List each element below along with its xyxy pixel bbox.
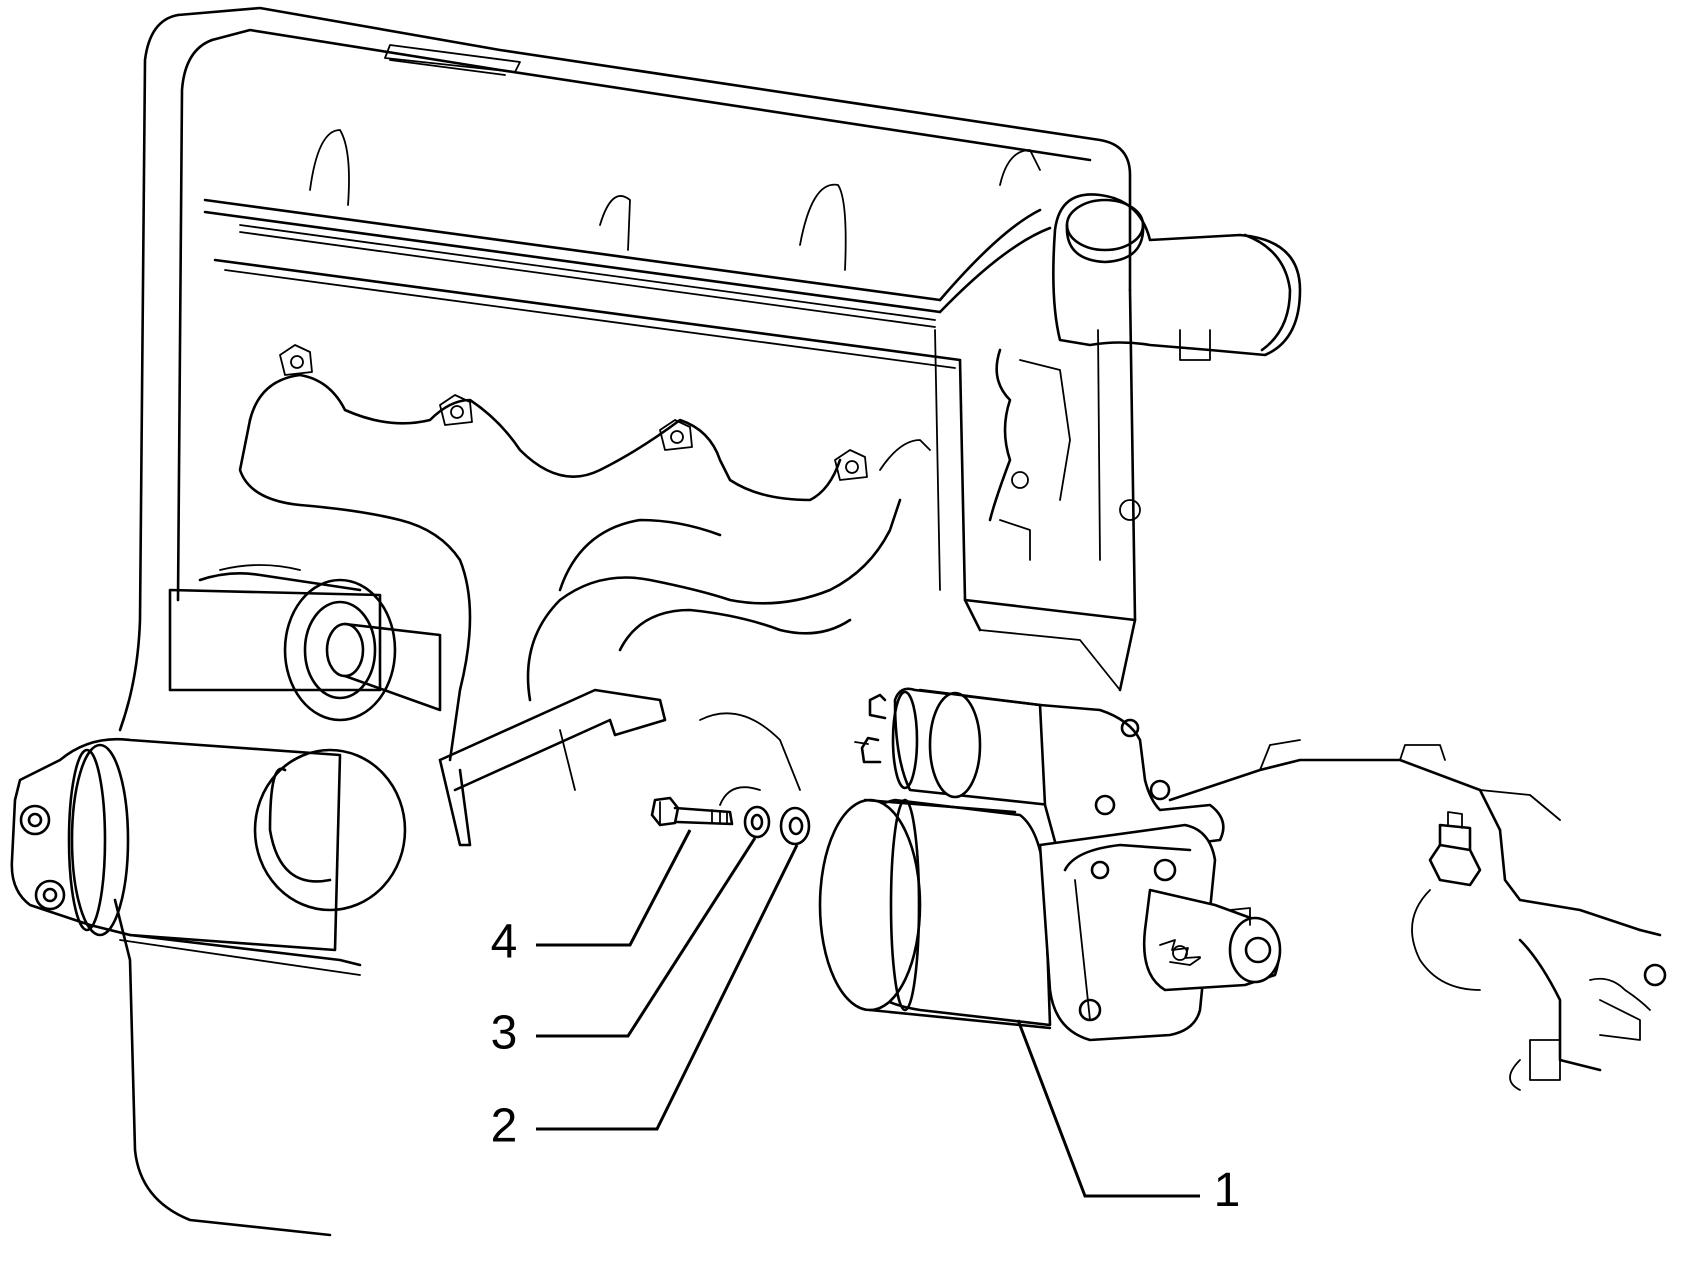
callout-1-label: 1 [1214,1164,1241,1217]
callout-2-leader [536,844,799,1131]
manifold-nut-3 [659,419,693,451]
callout-1-leader [1016,1019,1200,1198]
engine-block [10,6,1667,1237]
manifold-nut-1 [279,344,313,376]
callout-4: 4 [491,829,692,969]
manifold-nut-2 [439,394,473,426]
flat-washer [779,806,811,846]
callout-3-leader [536,837,757,1038]
spring-washer [743,805,771,839]
callout-3-label: 3 [491,1007,518,1060]
manifold-nut-4 [834,449,868,481]
callout-3: 3 [491,837,757,1060]
callout-2-label: 2 [491,1100,518,1153]
callout-2: 2 [491,844,799,1153]
temperature-sensor [1428,811,1482,887]
callout-4-leader [536,829,692,947]
callout-4-label: 4 [491,916,518,969]
callout-1: 1 [1016,1019,1241,1217]
starter-motor [818,687,1282,1042]
bolt [650,796,734,827]
